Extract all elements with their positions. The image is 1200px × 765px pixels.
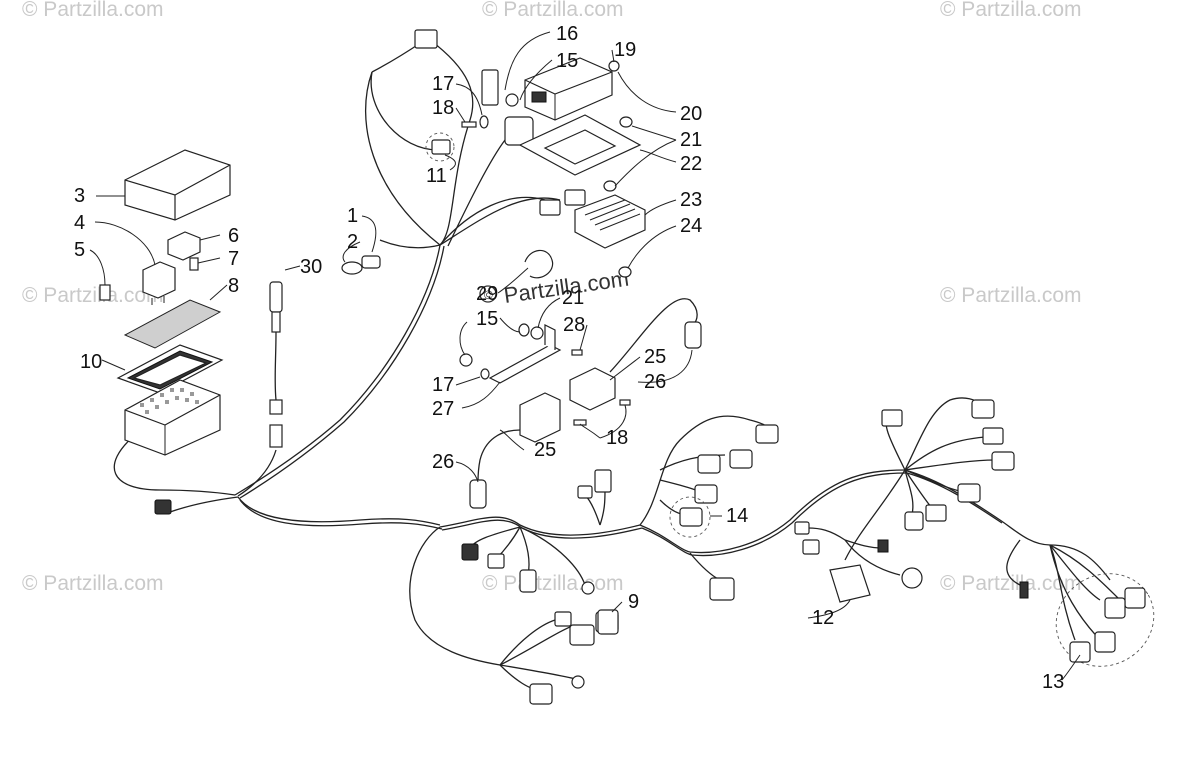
callout-6[interactable]: 6: [228, 225, 239, 247]
callout-12[interactable]: 12: [812, 607, 834, 629]
callout-21[interactable]: 21: [680, 129, 702, 151]
fuse-label[interactable]: [123, 299, 222, 349]
callout-28[interactable]: 28: [563, 314, 585, 336]
nut-21[interactable]: [603, 116, 633, 192]
ignition-coil-lower[interactable]: [469, 392, 561, 509]
callout-22[interactable]: 22: [680, 153, 702, 175]
callout-25[interactable]: 25: [534, 439, 556, 461]
watermark: © Partzilla.com: [22, 0, 164, 21]
callout-3[interactable]: 3: [74, 185, 85, 207]
callout-15[interactable]: 15: [556, 50, 578, 72]
connector-9[interactable]: [597, 609, 619, 635]
voltage-regulator[interactable]: [574, 194, 646, 249]
callout-13[interactable]: 13: [1042, 671, 1064, 693]
callout-18[interactable]: 18: [606, 427, 628, 449]
washer-15[interactable]: [518, 323, 530, 337]
callout-14[interactable]: 14: [726, 505, 748, 527]
callout-2[interactable]: 2: [347, 231, 358, 253]
watermark: © Partzilla.com: [482, 0, 624, 21]
fuse-box-base[interactable]: [124, 379, 221, 456]
callout-labels: 1 2 3 4 5 6 7 8 9 10 11 12 13 14 15 15 1…: [74, 23, 1064, 693]
watermark: © Partzilla.com: [940, 572, 1082, 595]
mounting-plate[interactable]: [518, 114, 642, 176]
relay-small[interactable]: [167, 231, 201, 261]
callout-10[interactable]: 10: [80, 351, 102, 373]
callout-1[interactable]: 1: [347, 205, 358, 227]
connector-13-group[interactable]: [1039, 556, 1171, 684]
callout-29[interactable]: 29: [476, 283, 498, 305]
callout-20[interactable]: 20: [680, 103, 702, 125]
fuse-box-cover[interactable]: [124, 149, 231, 221]
clamp[interactable]: [524, 249, 554, 279]
leader-lines: [89, 31, 1081, 681]
callout-5[interactable]: 5: [74, 239, 85, 261]
sensor-bracket[interactable]: [481, 69, 534, 146]
center-watermark: © Partzilla.com: [479, 266, 630, 308]
ecu-module[interactable]: [524, 57, 613, 121]
watermark: © Partzilla.com: [22, 284, 164, 307]
connector-cap[interactable]: [341, 255, 381, 275]
nut-21b[interactable]: [530, 326, 544, 340]
callout-30[interactable]: 30: [300, 256, 322, 278]
washer-17[interactable]: [480, 368, 490, 380]
ignition-coil-upper[interactable]: [569, 298, 702, 411]
callout-11[interactable]: 11: [426, 165, 447, 187]
callout-15[interactable]: 15: [476, 308, 498, 330]
watermark: © Partzilla.com: [482, 572, 624, 595]
callout-26[interactable]: 26: [432, 451, 454, 473]
fuse-5[interactable]: [99, 284, 111, 301]
callout-23[interactable]: 23: [680, 189, 702, 211]
fuse-7[interactable]: [189, 257, 199, 271]
coil-bracket[interactable]: [488, 324, 562, 384]
callout-16[interactable]: 16: [556, 23, 578, 45]
callout-18[interactable]: 18: [432, 97, 454, 119]
callout-24[interactable]: 24: [680, 215, 702, 237]
screw-18[interactable]: [461, 121, 477, 128]
screw-28[interactable]: [571, 349, 583, 356]
callout-26[interactable]: 26: [644, 371, 666, 393]
connector[interactable]: [154, 499, 172, 515]
callout-17[interactable]: 17: [432, 374, 454, 396]
connector-11[interactable]: [425, 132, 455, 162]
relay[interactable]: [142, 261, 176, 305]
copyright-logo-icon: [479, 285, 497, 303]
svg-text:©: ©: [484, 288, 493, 302]
top-connector[interactable]: [414, 29, 438, 49]
nut-15b[interactable]: [459, 353, 473, 367]
callout-19[interactable]: 19: [614, 39, 636, 61]
connector-pair[interactable]: [539, 189, 586, 216]
callout-9[interactable]: 9: [628, 591, 639, 613]
callout-8[interactable]: 8: [228, 275, 239, 297]
fuse-box-gasket[interactable]: [116, 344, 224, 394]
callout-21[interactable]: 21: [562, 287, 584, 309]
callout-17[interactable]: 17: [432, 73, 454, 95]
callout-4[interactable]: 4: [74, 212, 85, 234]
callout-7[interactable]: 7: [228, 248, 239, 270]
watermark: © Partzilla.com: [940, 284, 1082, 307]
connector-14-group[interactable]: [669, 424, 779, 601]
callout-25[interactable]: 25: [644, 346, 666, 368]
connector-12-group[interactable]: [794, 521, 923, 603]
callout-27[interactable]: 27: [432, 398, 454, 420]
right-connector-group[interactable]: [881, 399, 1029, 599]
watermark: © Partzilla.com: [22, 572, 164, 595]
oxygen-sensor[interactable]: [269, 281, 283, 448]
watermark: © Partzilla.com: [940, 0, 1082, 21]
screw-19[interactable]: [608, 60, 620, 72]
harness-wires: [113, 39, 1121, 691]
screw-17-washer[interactable]: [479, 115, 489, 129]
nut-24[interactable]: [618, 266, 632, 278]
